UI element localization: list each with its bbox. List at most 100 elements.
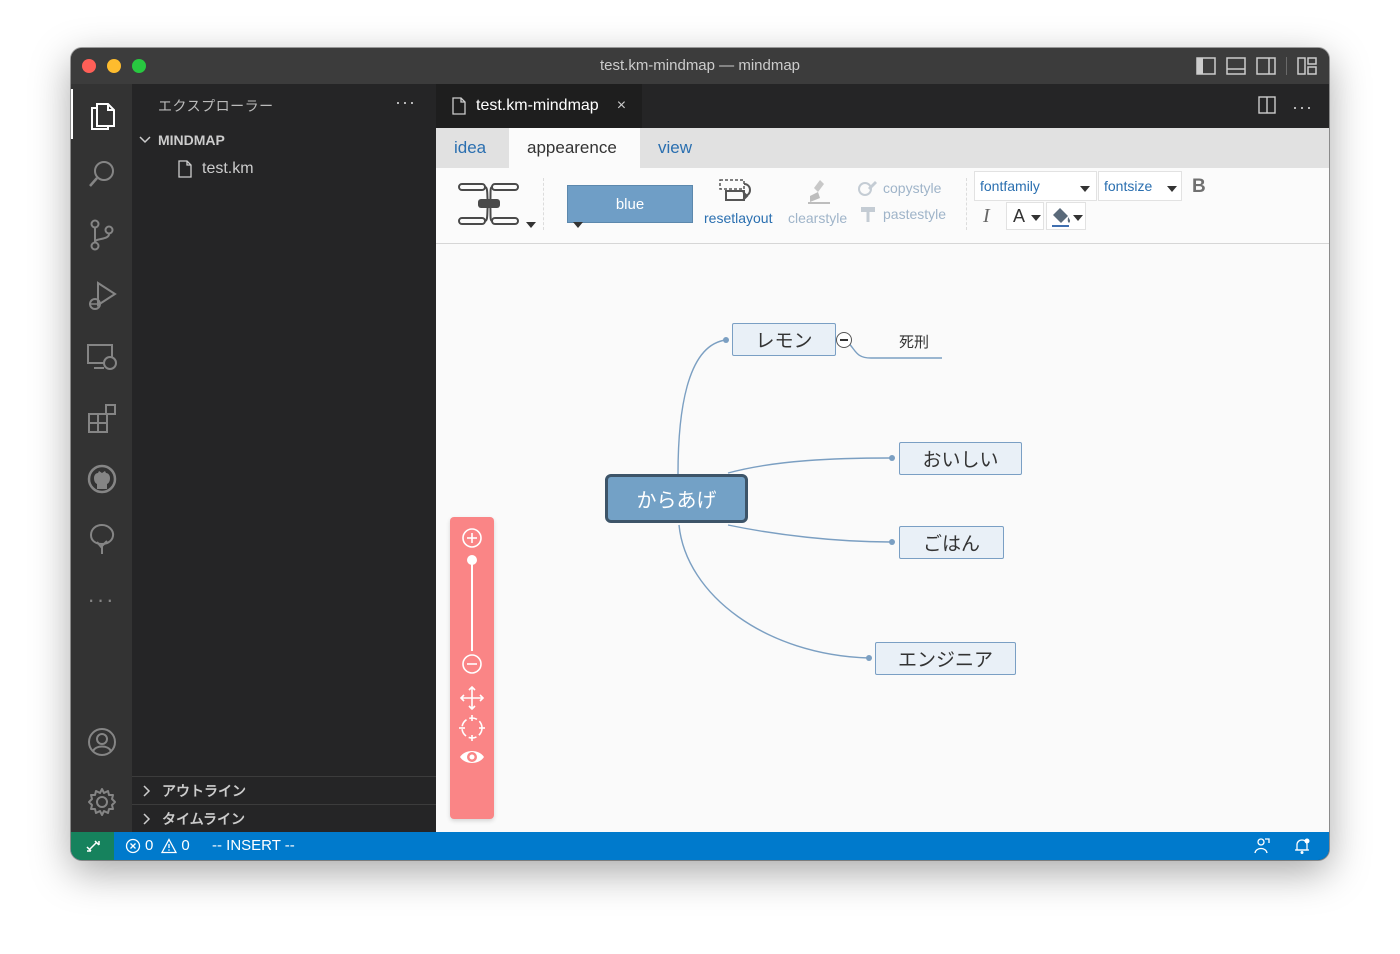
paste-style-icon bbox=[861, 207, 875, 222]
toggle-panel-icon[interactable] bbox=[1226, 57, 1246, 75]
mindmap-tree-icon[interactable] bbox=[71, 514, 132, 564]
explorer-icon[interactable] bbox=[71, 89, 132, 139]
outline-section[interactable]: アウトライン bbox=[132, 776, 436, 804]
mindmap-root-node[interactable]: からあげ bbox=[605, 474, 748, 523]
tab-test-km-mindmap[interactable]: test.km-mindmap × bbox=[436, 84, 642, 128]
layout-controls bbox=[1196, 57, 1317, 75]
collapse-node-icon[interactable] bbox=[836, 332, 852, 348]
fontsize-label: fontsize bbox=[1104, 178, 1153, 194]
resetlayout-label: resetlayout bbox=[704, 210, 773, 226]
explorer-sidebar: エクスプローラー ··· MINDMAP test.km アウトライン タイムラ… bbox=[132, 84, 436, 832]
bold-button[interactable]: B bbox=[1192, 176, 1206, 197]
tab-idea[interactable]: idea bbox=[454, 138, 487, 157]
mindmap-leaf-node[interactable]: 死刑 bbox=[899, 334, 930, 351]
warning-count: 0 bbox=[181, 837, 190, 854]
account-icon[interactable] bbox=[71, 717, 132, 767]
eye-icon[interactable] bbox=[458, 747, 486, 767]
explorer-header: エクスプローラー bbox=[158, 98, 274, 114]
zoom-in-icon[interactable] bbox=[461, 527, 483, 549]
zoom-slider-handle[interactable] bbox=[467, 555, 477, 565]
mindmap-node[interactable]: ごはん bbox=[899, 526, 1004, 559]
zoom-panel bbox=[450, 517, 494, 819]
move-hand-icon[interactable] bbox=[459, 685, 485, 711]
timeline-section[interactable]: タイムライン bbox=[132, 804, 436, 832]
window-title: test.km-mindmap — mindmap bbox=[599, 57, 801, 74]
toggle-sidebar-icon[interactable] bbox=[1196, 57, 1216, 75]
outline-label: アウトライン bbox=[162, 782, 246, 799]
clear-style-icon bbox=[808, 180, 830, 204]
minimize-window-button[interactable] bbox=[107, 59, 121, 73]
run-debug-icon[interactable] bbox=[71, 271, 132, 321]
source-control-icon[interactable] bbox=[71, 210, 132, 260]
pastestyle-button[interactable]: pastestyle bbox=[858, 204, 958, 226]
problems-indicator[interactable]: 0 0 bbox=[125, 832, 190, 860]
remote-explorer-icon[interactable] bbox=[71, 332, 132, 382]
split-editor-icon[interactable] bbox=[1258, 96, 1276, 119]
tab-appearence[interactable]: appearence bbox=[509, 128, 640, 168]
mindmap-node[interactable]: レモン bbox=[732, 323, 836, 356]
mindmap-node[interactable]: おいしい bbox=[899, 442, 1022, 475]
resetlayout-button[interactable]: resetlayout bbox=[702, 176, 780, 236]
extensions-icon[interactable] bbox=[71, 393, 132, 443]
minus-mark bbox=[840, 339, 848, 341]
locate-root-icon[interactable] bbox=[459, 715, 485, 741]
maximize-window-button[interactable] bbox=[132, 59, 146, 73]
status-bar: 0 0 -- INSERT -- bbox=[71, 832, 1329, 860]
editor-tab-bar: test.km-mindmap × ··· bbox=[436, 84, 1329, 128]
vim-mode-indicator: -- INSERT -- bbox=[212, 837, 295, 854]
explorer-more-button[interactable]: ··· bbox=[395, 92, 416, 112]
font-color-button[interactable]: A bbox=[1006, 202, 1044, 230]
mindmap-canvas[interactable]: レモン 死刑 おいしい ごはん エンジニア からあげ bbox=[436, 245, 1329, 832]
remote-icon bbox=[85, 840, 100, 852]
editor-more-button[interactable]: ··· bbox=[1292, 97, 1313, 117]
fontsize-caret bbox=[1167, 186, 1177, 192]
template-selector[interactable] bbox=[456, 178, 538, 228]
tab-label: test.km-mindmap bbox=[476, 97, 599, 114]
paint-bucket-icon bbox=[1052, 208, 1071, 227]
error-count: 0 bbox=[145, 837, 154, 854]
copystyle-label: copystyle bbox=[883, 180, 942, 196]
live-share-icon[interactable] bbox=[1253, 832, 1271, 860]
mindmap-template-icon bbox=[458, 183, 536, 228]
close-window-button[interactable] bbox=[82, 59, 96, 73]
close-tab-icon[interactable]: × bbox=[616, 97, 627, 114]
toolbar-separator bbox=[1286, 57, 1287, 75]
clearstyle-label: clearstyle bbox=[788, 210, 848, 226]
pastestyle-label: pastestyle bbox=[883, 206, 947, 222]
file-label: test.km bbox=[202, 160, 254, 177]
zoom-slider-track[interactable] bbox=[471, 559, 473, 651]
clearstyle-button[interactable]: clearstyle bbox=[786, 176, 854, 236]
error-icon bbox=[125, 838, 141, 854]
folder-label: MINDMAP bbox=[158, 132, 225, 148]
tab-view[interactable]: view bbox=[658, 138, 693, 157]
github-icon[interactable] bbox=[71, 454, 132, 504]
customize-layout-icon[interactable] bbox=[1297, 57, 1317, 75]
notifications-bell-icon[interactable] bbox=[1293, 832, 1311, 860]
zoom-out-icon[interactable] bbox=[461, 653, 483, 675]
editor-area: test.km-mindmap × ··· idea appearence vi… bbox=[436, 84, 1329, 832]
theme-selector-button[interactable]: blue bbox=[567, 185, 693, 223]
remote-indicator[interactable] bbox=[71, 832, 114, 860]
more-views-icon[interactable]: ··· bbox=[87, 587, 116, 612]
font-color-caret bbox=[1031, 215, 1041, 221]
editor-actions: ··· bbox=[1258, 96, 1313, 119]
settings-gear-icon[interactable] bbox=[71, 777, 132, 827]
mindmap-connections bbox=[677, 337, 942, 661]
search-icon[interactable] bbox=[71, 149, 132, 199]
chevron-right-icon bbox=[143, 784, 151, 797]
file-item-test-km[interactable]: test.km bbox=[178, 160, 254, 178]
fontfamily-label: fontfamily bbox=[980, 178, 1040, 194]
title-bar: test.km-mindmap — mindmap bbox=[71, 48, 1329, 84]
warning-icon bbox=[161, 838, 178, 854]
copy-style-icon bbox=[858, 181, 877, 196]
toggle-secondary-sidebar-icon[interactable] bbox=[1256, 57, 1276, 75]
mindmap-node[interactable]: エンジニア bbox=[875, 642, 1016, 675]
theme-dropdown-caret[interactable] bbox=[573, 222, 583, 228]
copystyle-button[interactable]: copystyle bbox=[858, 178, 954, 200]
timeline-label: タイムライン bbox=[162, 810, 246, 827]
fontsize-select[interactable]: fontsize bbox=[1098, 171, 1182, 201]
italic-button[interactable]: I bbox=[983, 205, 990, 227]
folder-mindmap[interactable]: MINDMAP bbox=[138, 132, 225, 148]
background-color-button[interactable] bbox=[1046, 202, 1086, 230]
fontfamily-select[interactable]: fontfamily bbox=[974, 171, 1097, 201]
